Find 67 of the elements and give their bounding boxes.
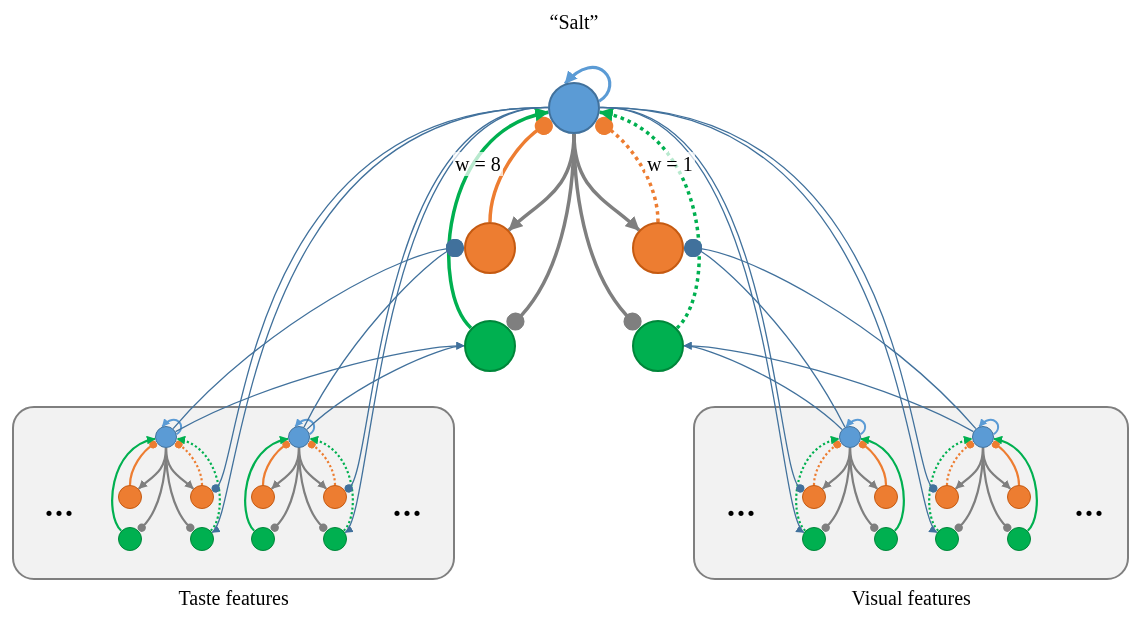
circle-node (288, 426, 310, 448)
self-loop-arrow (845, 418, 867, 436)
dot-ended-line (858, 440, 888, 486)
group-caption: Visual features (851, 586, 971, 610)
circle-node (972, 426, 994, 448)
arrow (111, 436, 156, 532)
dotted-arrow (309, 436, 354, 532)
dot-ended-line (991, 440, 1021, 486)
arrow (683, 342, 975, 433)
circle-node (464, 222, 516, 274)
circle-node (118, 485, 142, 509)
circle-node (1007, 485, 1031, 509)
ellipsis-label: ... (727, 489, 757, 521)
dotted-dot-ended-line (174, 440, 204, 486)
edge-label: w = 1 (644, 151, 695, 176)
dot-ended-line (297, 448, 328, 532)
circle-node (323, 485, 347, 509)
circle-node (632, 222, 684, 274)
circle-node (839, 426, 861, 448)
circle-node (632, 319, 684, 372)
self-loop-arrow (294, 418, 316, 436)
group-caption: Taste features (178, 586, 289, 610)
dot-ended-line (128, 440, 158, 486)
node-caption: “Salt” (549, 10, 599, 34)
dotted-arrow (795, 436, 840, 532)
dot-ended-line (981, 448, 1012, 532)
dot-ended-line (684, 238, 977, 430)
dotted-arrow (928, 436, 973, 532)
dot-ended-line (261, 440, 291, 486)
arrow (860, 436, 905, 532)
dotted-dot-ended-line (812, 440, 842, 486)
circle-node (548, 82, 600, 134)
dot-ended-line (848, 448, 879, 532)
edge-label: w = 8 (453, 151, 503, 176)
dotted-arrow (176, 436, 221, 532)
self-loop-arrow (978, 418, 1000, 436)
dot-ended-line (164, 448, 195, 532)
ellipsis-label: ... (45, 489, 75, 521)
circle-node (874, 485, 898, 509)
circle-node (464, 319, 516, 372)
arrow (244, 436, 289, 532)
circle-node (935, 526, 959, 551)
dotted-dot-ended-line (945, 440, 975, 486)
circle-node (935, 485, 959, 509)
circle-node (251, 485, 275, 509)
arrow (993, 436, 1038, 532)
dot-ended-line (303, 238, 464, 428)
circle-node (802, 485, 826, 509)
circle-node (190, 526, 214, 551)
self-loop-arrow (564, 66, 612, 103)
dot-ended-line (572, 133, 642, 331)
circle-node (155, 426, 177, 448)
circle-node (118, 526, 142, 551)
circle-node (874, 526, 898, 551)
dotted-dot-ended-line (307, 440, 337, 486)
self-loop-arrow (161, 418, 183, 436)
dotted-dot-ended-line (595, 116, 660, 223)
circle-node (802, 526, 826, 551)
ellipsis-label: ... (393, 489, 423, 521)
dot-ended-line (488, 116, 553, 223)
circle-node (251, 526, 275, 551)
circle-node (190, 485, 214, 509)
ellipsis-label: ... (1075, 489, 1105, 521)
arrow (306, 342, 465, 431)
dotted-arrow (599, 109, 701, 330)
circle-node (1007, 526, 1031, 551)
circle-node (323, 526, 347, 551)
